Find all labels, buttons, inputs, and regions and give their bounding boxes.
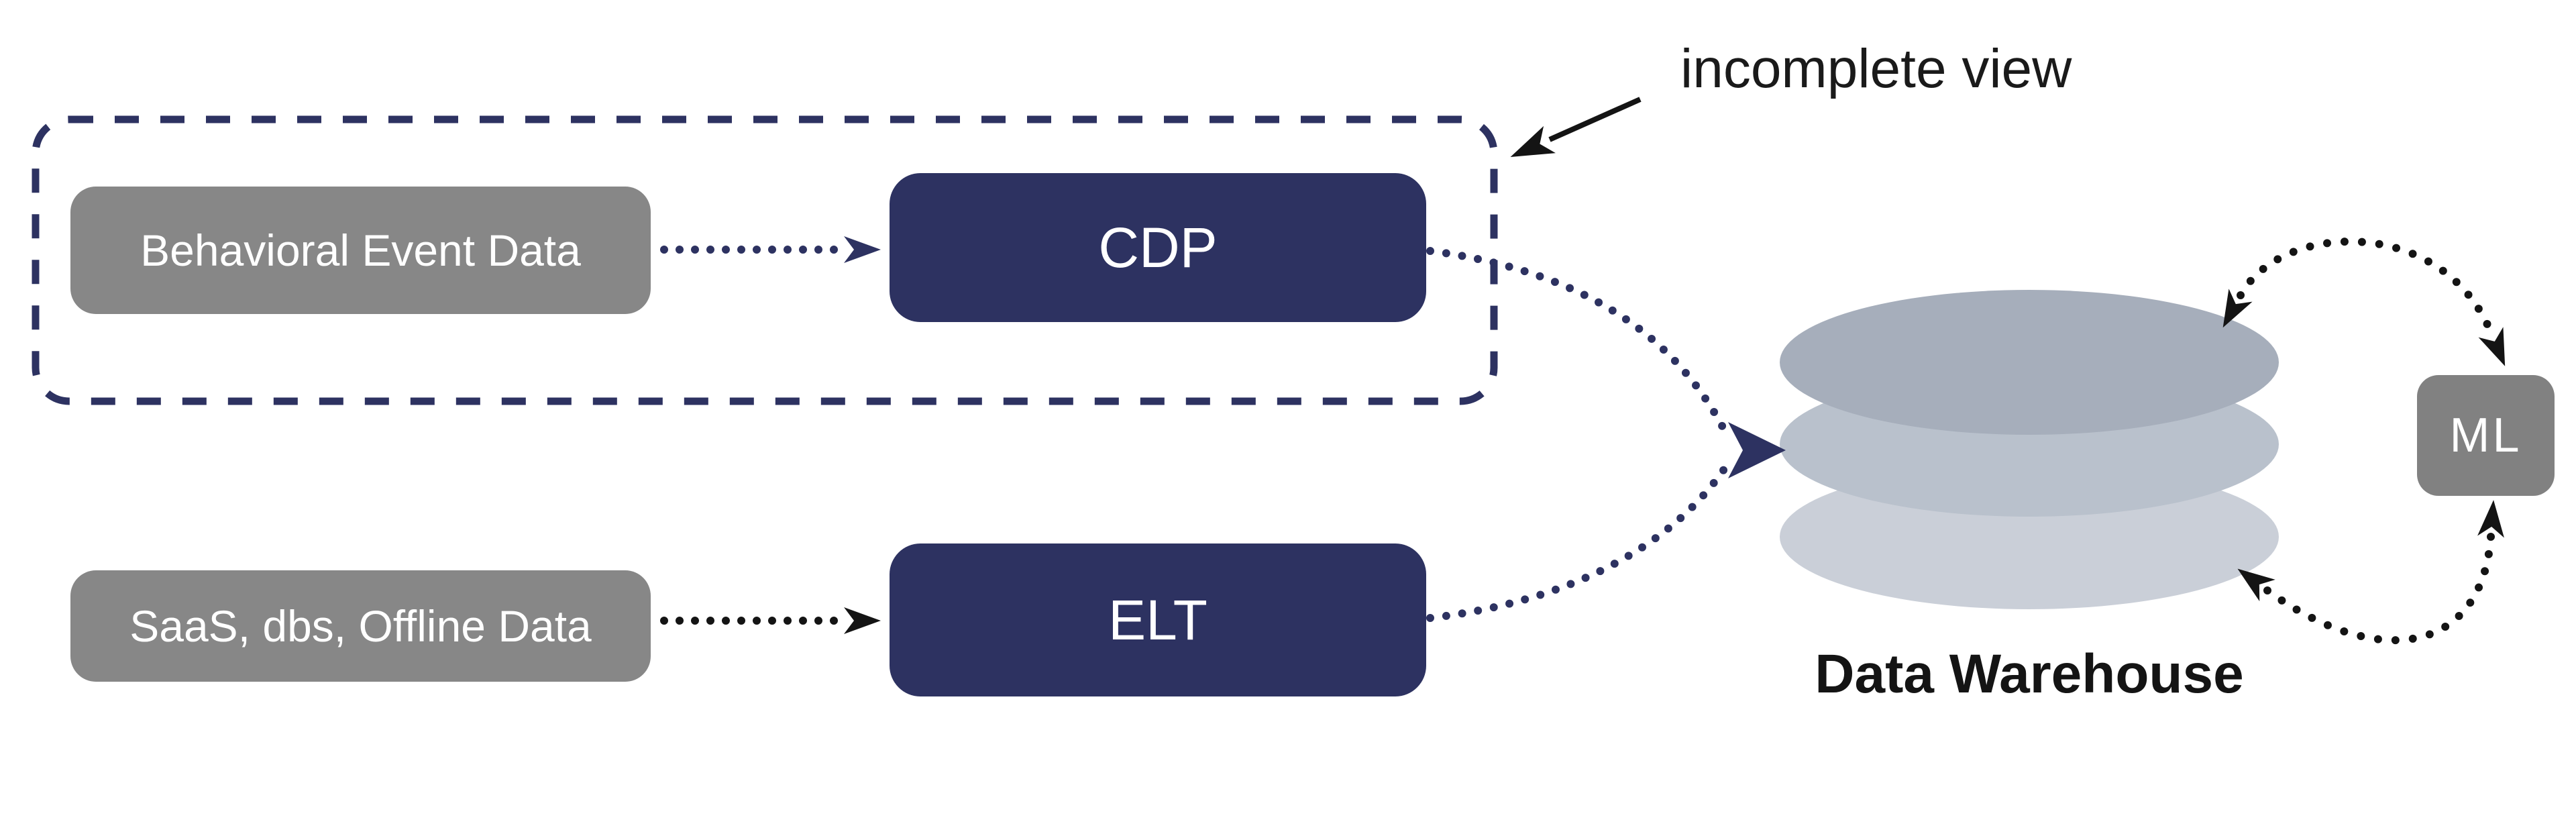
saas-dbs-offline-data-label: SaaS, dbs, Offline Data: [129, 601, 592, 651]
elt-label: ELT: [1108, 588, 1208, 652]
cdp-label: CDP: [1098, 215, 1218, 279]
cdp-box: CDP: [890, 173, 1426, 322]
warehouse-inbound-arrow-head: [1728, 422, 1786, 478]
warehouse-ml-top-arrow: [2222, 237, 2506, 366]
warehouse-disk-top: [1780, 290, 2279, 435]
ml-warehouse-bottom-arrow: [2237, 500, 2504, 645]
ml-box: ML: [2417, 375, 2555, 496]
cdp-to-warehouse-arrow: [1426, 247, 1731, 440]
data-warehouse-label: Data Warehouse: [1815, 643, 2244, 705]
incomplete-view-annotation: incomplete view: [1680, 38, 2072, 99]
elt-box: ELT: [890, 543, 1426, 696]
saas-dbs-offline-data-box: SaaS, dbs, Offline Data: [70, 570, 651, 682]
behavioral-event-data-label: Behavioral Event Data: [140, 225, 581, 275]
ml-label: ML: [2449, 409, 2522, 462]
annotation-arrow: [1510, 97, 1642, 157]
behavioral-event-data-box: Behavioral Event Data: [70, 187, 651, 314]
elt-to-warehouse-arrow: [1426, 460, 1731, 622]
